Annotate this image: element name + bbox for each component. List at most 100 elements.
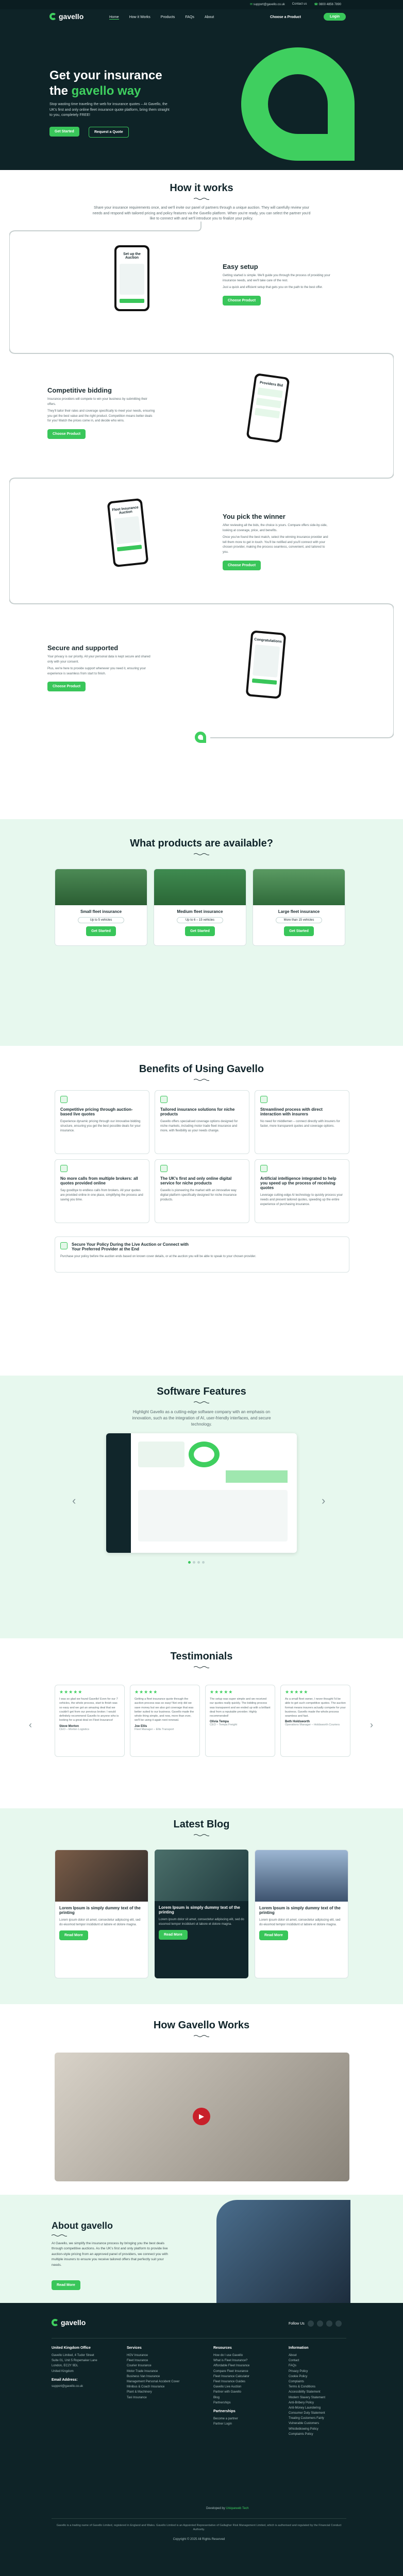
read-more-button[interactable]: Read More — [259, 1930, 288, 1940]
benefits-title: Benefits of Using Gavello — [139, 1063, 264, 1075]
carousel-dot[interactable] — [188, 1561, 191, 1564]
medium-fleet-get-started-button[interactable]: Get Started — [185, 926, 215, 936]
carousel-dot[interactable] — [193, 1561, 195, 1564]
footer-link[interactable]: Management Personal Accident Cover — [127, 2380, 180, 2383]
footer-link[interactable]: Consumer Duty Statement — [289, 2412, 325, 2415]
footer-link[interactable]: How do I use Gavello — [213, 2354, 243, 2357]
footer-link[interactable]: Terms & Conditions — [289, 2385, 316, 2389]
footer-link[interactable]: Accessibility Statement — [289, 2391, 321, 2394]
email-link[interactable]: ✉ support@gavello.co.uk — [249, 3, 285, 6]
footer-link[interactable]: Minibus & Coach Insurance — [127, 2385, 165, 2389]
footer-link[interactable]: Complaints — [289, 2380, 305, 2383]
footer-link[interactable]: Contact — [289, 2359, 299, 2363]
step2-text: Competitive bidding Insurance providers … — [47, 386, 156, 439]
read-more-button[interactable]: Read More — [59, 1930, 88, 1940]
product-card-large[interactable]: Large fleet insurance More than 15 vehic… — [253, 869, 345, 946]
footer-link[interactable]: Business Van Insurance — [127, 2375, 160, 2378]
phone-link[interactable]: ☎ 0800 4856 7890 — [314, 3, 341, 6]
read-more-button[interactable]: Read More — [159, 1930, 188, 1940]
footer-link[interactable]: Privacy Policy — [289, 2369, 308, 2373]
footer-link[interactable]: HGV Insurance — [127, 2354, 148, 2357]
nav-how-it-works[interactable]: How it Works — [129, 15, 150, 19]
footer-link[interactable]: FAQs — [289, 2364, 297, 2368]
linkedin-icon[interactable] — [316, 2320, 323, 2327]
step4-choose-product-button[interactable]: Choose Product — [47, 682, 86, 692]
footer-link[interactable]: Fleet Insurance Calculator — [213, 2375, 250, 2378]
footer-link[interactable]: Fleet Insurance — [127, 2359, 148, 2363]
footer-services: Services HGV Insurance Fleet Insurance C… — [127, 2346, 183, 2400]
large-fleet-get-started-button[interactable]: Get Started — [284, 926, 314, 936]
footer-link[interactable]: Affordable Fleet Insurance — [213, 2364, 250, 2368]
footer-link[interactable]: Treating Customers Fairly — [289, 2417, 324, 2420]
footer-link[interactable]: Plant & Machinery — [127, 2391, 152, 2394]
product-card-small[interactable]: Small fleet insurance Up to 5 vehicles G… — [55, 869, 147, 946]
footer-link[interactable]: Fleet Insurance Guides — [213, 2380, 246, 2383]
footer-link[interactable]: Complaints Policy — [289, 2432, 313, 2436]
facebook-icon[interactable] — [307, 2320, 314, 2327]
footer-link[interactable]: Cookie Policy — [289, 2375, 308, 2378]
step1-choose-product-button[interactable]: Choose Product — [223, 295, 261, 306]
developer-link[interactable]: Uniqueweb Tech — [226, 2507, 249, 2510]
testimonials-next-icon[interactable]: › — [370, 1720, 373, 1730]
blog-card[interactable]: Lorem Ipsum is simply dummy text of the … — [55, 1850, 148, 1978]
footer-logo[interactable]: gavello — [52, 2318, 86, 2327]
footer-link[interactable]: Modern Slavery Statement — [289, 2396, 326, 2399]
footer-link[interactable]: Motor Trade Insurance — [127, 2369, 158, 2373]
logo[interactable]: gavello — [49, 12, 83, 21]
carousel-dot[interactable] — [197, 1561, 200, 1564]
carousel-dot[interactable] — [202, 1561, 205, 1564]
carousel-next-icon[interactable]: › — [322, 1494, 326, 1507]
get-started-button[interactable]: Get Started — [49, 127, 79, 137]
request-quote-button[interactable]: Request a Quote — [89, 127, 129, 138]
wave-divider-icon — [194, 1401, 209, 1403]
footer-email-link[interactable]: support@gavello.co.uk — [52, 2384, 83, 2388]
product-card-medium[interactable]: Medium fleet insurance Up to 6 – 15 vehi… — [154, 869, 246, 946]
video-player[interactable]: ▶ — [55, 2053, 349, 2181]
shield-icon — [160, 1096, 167, 1103]
nav-faqs[interactable]: FAQs — [185, 15, 194, 19]
nav-home[interactable]: Home — [109, 15, 119, 20]
product-image — [253, 869, 345, 905]
wave-divider-icon — [194, 1666, 209, 1668]
footer-link[interactable]: Compare Fleet Insurance — [213, 2369, 248, 2373]
play-button-icon[interactable]: ▶ — [193, 2108, 210, 2125]
choose-product-link[interactable]: Choose a Product — [270, 15, 301, 19]
about-read-more-button[interactable]: Read More — [52, 2280, 80, 2290]
footer-link[interactable]: Partner Login — [213, 2422, 232, 2426]
testimonial-card: ★★★★★Getting a fleet insurance quote thr… — [130, 1685, 200, 1757]
footer-link[interactable]: Anti-Bribery Policy — [289, 2401, 314, 2404]
small-fleet-get-started-button[interactable]: Get Started — [86, 926, 116, 936]
product-image — [154, 869, 246, 905]
step3-choose-product-button[interactable]: Choose Product — [223, 560, 261, 570]
video-section: How Gavello Works ▶ — [0, 2004, 403, 2195]
benefit-card: Competitive pricing through auction-base… — [55, 1090, 149, 1154]
benefit-card: Tailored insurance solutions for niche p… — [155, 1090, 249, 1154]
footer-link[interactable]: Taxi Insurance — [127, 2396, 147, 2399]
footer-link[interactable]: Partner with Gavello — [213, 2391, 242, 2394]
footer-link[interactable]: Vulnerable Customers — [289, 2422, 320, 2426]
footer-link[interactable]: Blog — [213, 2396, 220, 2399]
contact-link[interactable]: Contact us — [292, 3, 307, 6]
carousel-prev-icon[interactable]: ‹ — [72, 1494, 76, 1507]
footer-link[interactable]: Anti-Money Laundering — [289, 2406, 321, 2410]
login-button[interactable]: Login — [324, 13, 346, 21]
footer-link[interactable]: About — [289, 2354, 297, 2357]
footer-link[interactable]: Courier Insurance — [127, 2364, 152, 2368]
path-end-logo-icon — [195, 732, 206, 743]
footer-link[interactable]: What is Fleet Insurance? — [213, 2359, 248, 2363]
nav-products[interactable]: Products — [160, 15, 175, 19]
step2-choose-product-button[interactable]: Choose Product — [47, 429, 86, 439]
x-icon[interactable] — [335, 2320, 342, 2327]
footer-link[interactable]: Whistleblowing Policy — [289, 2427, 318, 2431]
benefit-card: The UK's first and only online digital s… — [155, 1159, 249, 1223]
footer-link[interactable]: Become a partner — [213, 2417, 238, 2420]
blog-image — [155, 1850, 248, 1901]
instagram-icon[interactable] — [326, 2320, 332, 2327]
testimonials-prev-icon[interactable]: ‹ — [29, 1720, 32, 1730]
blog-card[interactable]: Lorem Ipsum is simply dummy text of the … — [255, 1850, 348, 1978]
footer-link[interactable]: Partnerships — [213, 2401, 231, 2404]
blog-card[interactable]: Lorem Ipsum is simply dummy text of the … — [155, 1850, 248, 1978]
footer-link[interactable]: Gavello Live Auction — [213, 2385, 242, 2389]
dashboard-screenshot — [106, 1433, 297, 1553]
nav-about[interactable]: About — [204, 15, 214, 19]
